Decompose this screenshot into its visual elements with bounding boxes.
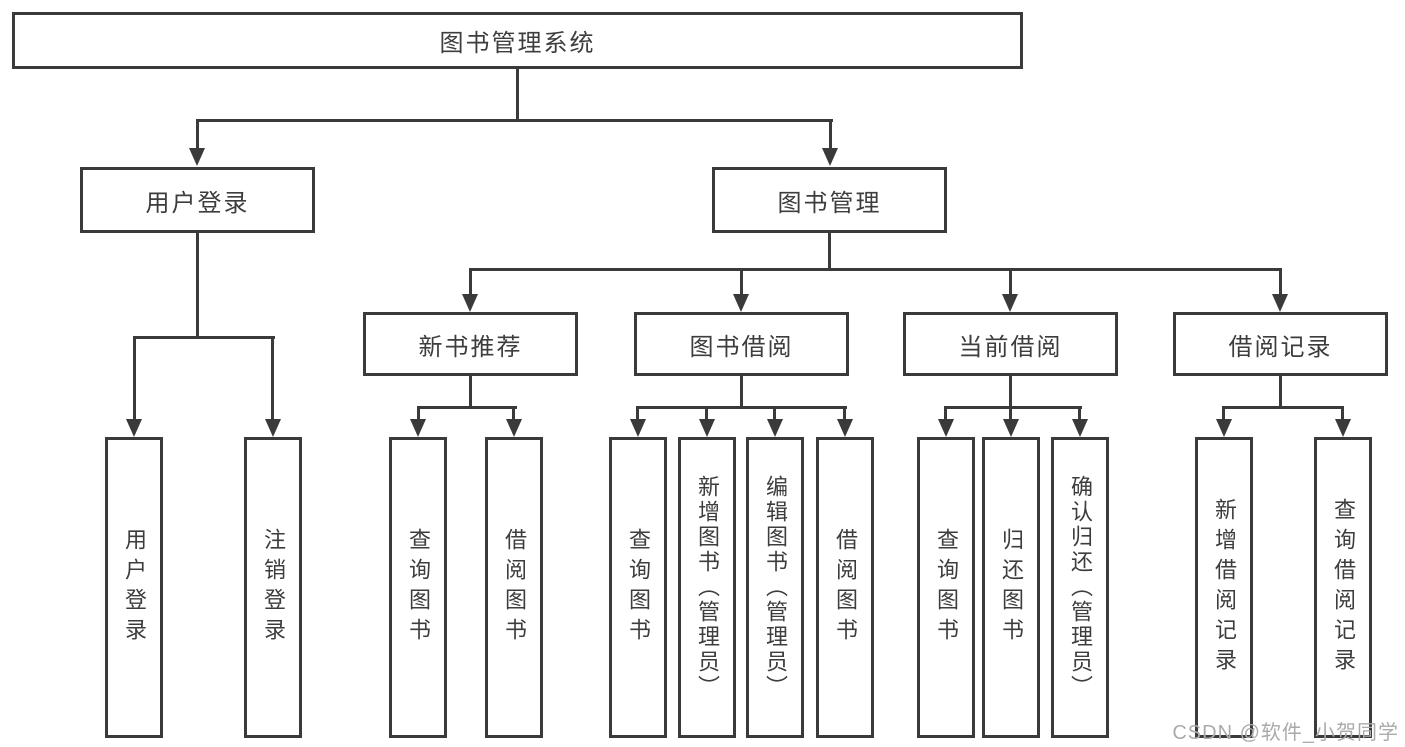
node-book-borrowing: 图书借阅 (634, 312, 849, 376)
node-new-book-recommend-label: 新书推荐 (418, 333, 523, 361)
leaf-query-books-current-label: 查询图书 (934, 527, 959, 648)
arrow-down-icon (1002, 294, 1018, 312)
arrow-down-icon (410, 419, 426, 437)
arrow-down-icon (733, 294, 749, 312)
node-book-management: 图书管理 (712, 167, 947, 233)
leaf-query-books-current: 查询图书 (917, 437, 975, 738)
leaf-query-books-recommend: 查询图书 (389, 437, 447, 738)
connector-leaf-drop (773, 408, 776, 420)
leaf-add-borrow-record: 新增借阅记录 (1195, 437, 1253, 738)
connector-records-rail (1222, 406, 1344, 409)
arrow-down-icon (1003, 419, 1019, 437)
leaf-borrow-books-recommend: 借阅图书 (485, 437, 543, 738)
connector-user-login-stem (196, 233, 199, 338)
arrow-down-icon (630, 419, 646, 437)
connector-leaf-drop (705, 408, 708, 420)
arrow-down-icon (506, 419, 522, 437)
leaf-query-borrow-record-label: 查询借阅记录 (1331, 497, 1356, 678)
node-current-borrowing: 当前借阅 (903, 312, 1118, 376)
connector-borrowing-stem (740, 376, 743, 409)
leaf-confirm-return-admin-label: 确认归还（管理员） (1068, 475, 1093, 700)
leaf-add-books-admin-label: 新增图书（管理员） (695, 475, 720, 700)
leaf-user-login: 用户登录 (105, 437, 163, 738)
connector-leaf-drop (1009, 408, 1012, 420)
arrow-down-icon (938, 419, 954, 437)
connector-leaf-drop (417, 408, 420, 420)
arrow-down-icon (767, 419, 783, 437)
leaf-edit-books-admin: 编辑图书（管理员） (746, 437, 804, 738)
node-library-system-label: 图书管理系统 (439, 30, 596, 57)
leaf-add-books-admin: 新增图书（管理员） (678, 437, 736, 738)
leaf-user-login-label: 用户登录 (122, 527, 147, 648)
connector-user-login-drop (196, 121, 199, 149)
csdn-watermark: CSDN @软件_小贺同学 (1172, 722, 1399, 744)
arrow-down-icon (462, 294, 478, 312)
connector-records-stem (1279, 376, 1282, 409)
connector-book-mgmt-stem (828, 233, 831, 270)
connector-leaf-drop (1078, 408, 1081, 420)
connector-level3-rail (469, 268, 1282, 271)
leaf-query-books-borrowing-label: 查询图书 (626, 527, 651, 648)
connector-level3-drop (469, 270, 472, 295)
connector-root-stem (516, 69, 519, 121)
connector-current-rail (944, 406, 1082, 409)
connector-leaf-drop (512, 408, 515, 420)
leaf-query-books-borrowing: 查询图书 (609, 437, 667, 738)
arrow-down-icon (822, 148, 838, 166)
leaf-confirm-return-admin: 确认归还（管理员） (1051, 437, 1109, 738)
arrow-down-icon (189, 148, 205, 166)
arrow-down-icon (1216, 419, 1232, 437)
arrow-down-icon (1072, 419, 1088, 437)
connector-recommend-stem (469, 376, 472, 409)
node-user-login: 用户登录 (80, 167, 315, 233)
connector-leaf-drop (944, 408, 947, 420)
connector-leaf-drop (1222, 408, 1225, 420)
connector-level2-rail (196, 119, 833, 122)
connector-leaf-drop (271, 338, 274, 419)
node-library-system: 图书管理系统 (12, 12, 1023, 69)
leaf-borrow-books-recommend-label: 借阅图书 (502, 527, 527, 648)
arrow-down-icon (265, 419, 281, 437)
node-book-management-label: 图书管理 (777, 189, 882, 217)
arrow-down-icon (1272, 294, 1288, 312)
leaf-add-borrow-record-label: 新增借阅记录 (1212, 497, 1237, 678)
connector-current-stem (1009, 376, 1012, 409)
leaf-borrow-books: 借阅图书 (816, 437, 874, 738)
leaf-edit-books-admin-label: 编辑图书（管理员） (763, 475, 788, 700)
connector-recommend-rail (417, 406, 517, 409)
connector-leaf-drop (1341, 408, 1344, 420)
leaf-borrow-books-label: 借阅图书 (833, 527, 858, 648)
arrow-down-icon (699, 419, 715, 437)
connector-leaf-drop (843, 408, 846, 420)
leaf-return-books: 归还图书 (982, 437, 1040, 738)
connector-borrowing-rail (636, 406, 847, 409)
node-current-borrowing-label: 当前借阅 (958, 333, 1063, 361)
connector-leaf-drop (133, 338, 136, 419)
leaf-query-books-recommend-label: 查询图书 (406, 527, 431, 648)
leaf-logout-label: 注销登录 (261, 527, 286, 648)
leaf-query-borrow-record: 查询借阅记录 (1314, 437, 1372, 738)
node-book-borrowing-label: 图书借阅 (689, 333, 794, 361)
node-borrowing-records-label: 借阅记录 (1228, 333, 1333, 361)
arrow-down-icon (1335, 419, 1351, 437)
connector-book-mgmt-drop (829, 121, 832, 149)
connector-level3-drop (1279, 270, 1282, 295)
connector-leaf-drop (636, 408, 639, 420)
leaf-logout: 注销登录 (244, 437, 302, 738)
node-borrowing-records: 借阅记录 (1173, 312, 1388, 376)
leaf-return-books-label: 归还图书 (999, 527, 1024, 648)
node-user-login-label: 用户登录 (145, 189, 250, 217)
arrow-down-icon (126, 419, 142, 437)
connector-level3-drop (1009, 270, 1012, 295)
node-new-book-recommend: 新书推荐 (363, 312, 578, 376)
connector-user-login-rail (133, 336, 275, 339)
connector-level3-drop (740, 270, 743, 295)
arrow-down-icon (837, 419, 853, 437)
